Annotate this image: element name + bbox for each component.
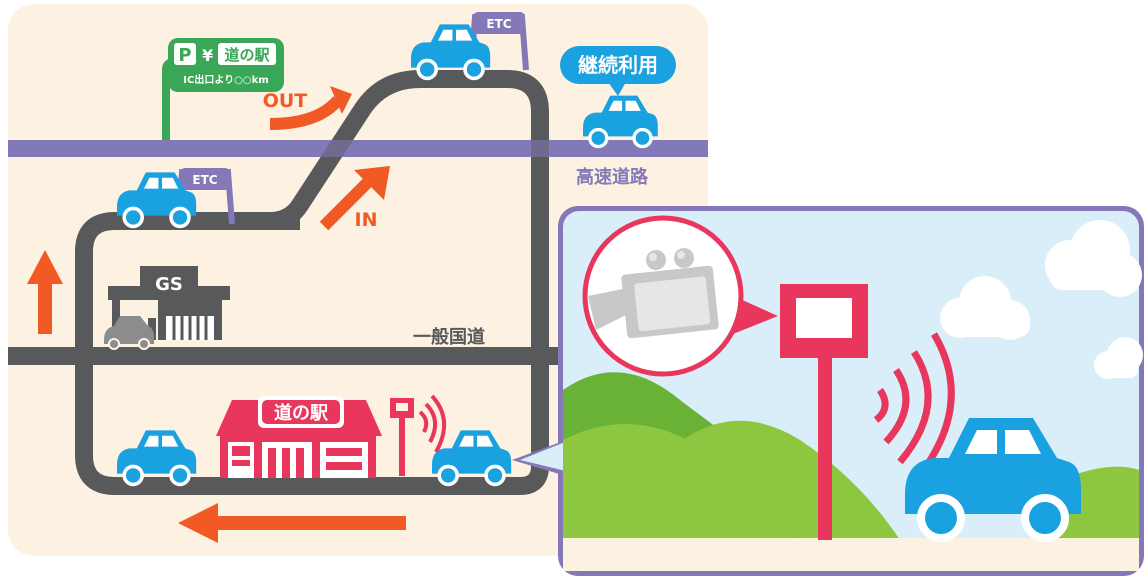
out-label: OUT bbox=[263, 90, 308, 112]
etc-upper-label: ETC bbox=[486, 17, 511, 31]
gas-station-label: GS bbox=[155, 274, 183, 295]
roadside-station-sign: P ¥ 道の駅 IC出口より○○km bbox=[162, 38, 284, 140]
cloud-icon bbox=[940, 276, 1030, 340]
fork-knife-icon: ¥ bbox=[202, 46, 213, 65]
cloud-icon bbox=[1045, 220, 1142, 297]
arrow-icon bbox=[178, 503, 406, 543]
national-road-label: 一般国道 bbox=[413, 326, 485, 348]
in-label: IN bbox=[355, 209, 378, 231]
antenna-magnifier bbox=[582, 215, 778, 377]
sign-name-label: 道の駅 bbox=[224, 46, 270, 64]
arrow-icon bbox=[319, 175, 375, 231]
etc-lower-label: ETC bbox=[192, 173, 217, 187]
sign-distance-label: IC出口より○○km bbox=[183, 73, 268, 86]
arrow-icon bbox=[27, 250, 63, 334]
gas-station-icon: GS bbox=[104, 266, 230, 350]
highway-label: 高速道路 bbox=[576, 166, 649, 188]
arrow-icon bbox=[269, 95, 343, 130]
road-network bbox=[8, 70, 560, 495]
roadside-station-icon: 道の駅 bbox=[216, 396, 382, 478]
etc-gate-icon: ETC bbox=[468, 12, 529, 71]
continue-use-label: 継続利用 bbox=[578, 53, 658, 77]
cloud-icon bbox=[1094, 337, 1143, 379]
sign-parking-label: P bbox=[178, 45, 191, 66]
continue-use-bubble: 継続利用 bbox=[560, 46, 676, 96]
roadside-station-label: 道の駅 bbox=[274, 402, 329, 424]
its-spot-antenna-icon bbox=[390, 394, 447, 476]
